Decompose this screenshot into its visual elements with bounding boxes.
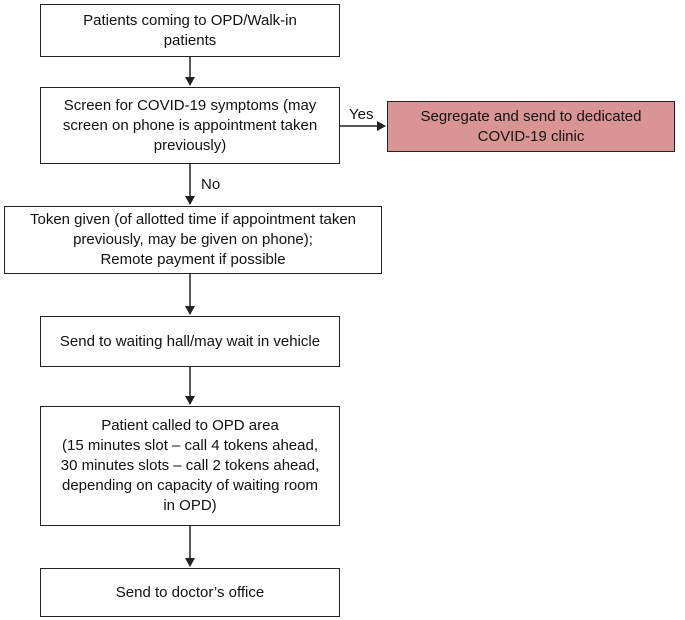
node-patients-arrival: Patients coming to OPD/Walk-in patients (40, 4, 340, 57)
node-segregate-covid-clinic: Segregate and send to dedicated COVID-19… (387, 101, 675, 152)
node-text-line: Remote payment if possible (100, 251, 286, 268)
node-text-line: COVID-19 clinic (477, 127, 585, 145)
node-patient-called-opd: Patient called to OPD area (15 minutes s… (40, 406, 340, 526)
node-text-line: Send to doctor’s office (115, 583, 265, 601)
node-text-line: patients (163, 31, 217, 49)
node-text-line: previously, may be given on phone); (73, 231, 313, 248)
node-text-line: depending on capacity of waiting room (62, 477, 318, 494)
node-text-line: Patient called to OPD area (101, 417, 279, 434)
node-text-line: 30 minutes slots – call 2 tokens ahead, (60, 457, 320, 474)
node-doctor-office: Send to doctor’s office (40, 568, 340, 617)
node-text-line: in OPD) (163, 497, 217, 514)
node-text-line: Send to waiting hall/may wait in vehicle (59, 332, 321, 350)
node-text-line: Token given (of allotted time if appoint… (29, 211, 357, 228)
node-text-line: screen on phone is appointment taken (62, 116, 318, 134)
node-screen-covid-symptoms: Screen for COVID-19 symptoms (may screen… (40, 87, 340, 164)
node-text-line: Patients coming to OPD/Walk-in (83, 11, 297, 29)
node-text-line: (15 minutes slot – call 4 tokens ahead, (62, 437, 318, 454)
node-token-given: Token given (of allotted time if appoint… (4, 206, 382, 274)
node-waiting-hall: Send to waiting hall/may wait in vehicle (40, 316, 340, 367)
node-text-line: Screen for COVID-19 symptoms (may (63, 96, 317, 114)
node-text-line: Segregate and send to dedicated (420, 107, 642, 125)
edge-label-yes: Yes (349, 106, 374, 123)
node-text-line: previously) (153, 136, 227, 154)
edge-label-no: No (201, 176, 221, 193)
